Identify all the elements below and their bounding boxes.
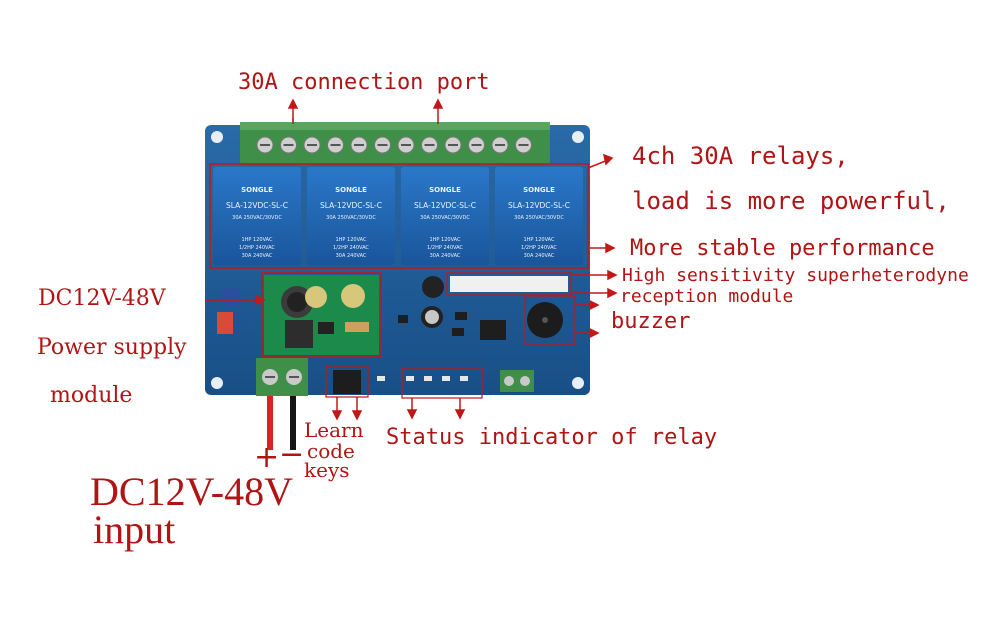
relay-print-text: 30A 250VAC/30VDC [514,215,564,221]
label-connection-port: 30A connection port [238,70,490,95]
relay-body [213,167,301,265]
receiver-module [450,276,568,292]
terminal-screws [256,136,532,154]
label-plus: + [254,440,280,475]
mount-hole-bl [211,377,223,389]
relay-print-text: 1HP 120VAC [523,237,555,243]
power-supply-module [264,275,379,355]
relay-print-text: SLA-12VDC-SL-C [226,201,288,210]
relay-print-text: 1/2HP 240VAC [333,245,369,251]
mount-hole-tl [211,131,223,143]
label-power-line1: DC12V-48V [38,286,166,311]
status-leds [377,376,468,381]
relay-print-text: SONGLE [335,186,367,194]
label-input-line1: DC12V-48V [90,469,293,514]
relay-print-text: 1/2HP 240VAC [427,245,463,251]
learn-key-highlight-box [325,365,369,398]
relay: SONGLE SLA-12VDC-SL-C 30A 250VAC/30VDC 1HP … [401,167,489,265]
relay-print-text: SLA-12VDC-SL-C [414,201,476,210]
relay-print-text: 30A 240VAC [242,253,273,259]
label-learn-line2: code [307,439,355,463]
label-receiver-line1: High sensitivity superheterodyne [622,265,969,286]
led-highlight-box [401,367,483,399]
relay-print-text: 30A 250VAC/30VDC [420,215,470,221]
relay-print-text: SONGLE [523,186,555,194]
relay-print-text: 1HP 120VAC [335,237,367,243]
relay-body [495,167,583,265]
relay-print-text: SLA-12VDC-SL-C [320,201,382,210]
relay-print-text: 1/2HP 240VAC [239,245,275,251]
label-learn-line1: Learn [304,418,364,442]
label-input-line2: input [93,507,176,552]
label-relays-line2: load is more powerful, [632,187,950,215]
ic-chip [480,320,506,340]
arrows [205,98,618,421]
output-terminal [500,370,534,392]
receiver-highlight-box [446,272,572,296]
label-minus: − [279,437,305,472]
relay-print-text: 1/2HP 240VAC [521,245,557,251]
fuse [217,312,233,334]
relay-print-text: 30A 250VAC/30VDC [232,215,282,221]
relay-print-text: 1HP 120VAC [429,237,461,243]
relay-body [401,167,489,265]
label-relays-line3: More stable performance [630,236,935,261]
relay-print-text: 30A 240VAC [336,253,367,259]
relay: SONGLE SLA-12VDC-SL-C 30A 250VAC/30VDC 1HP … [213,167,301,265]
capacitor-1 [422,276,444,298]
input-terminal [256,358,308,396]
relay-print-text: 1HP 120VAC [241,237,273,243]
varistor [221,287,241,307]
relay: SONGLE SLA-12VDC-SL-C 30A 250VAC/30VDC 1HP … [307,167,395,265]
relay-print-text: 30A 240VAC [430,253,461,259]
relay-body [307,167,395,265]
relay-highlight-box [209,163,589,269]
label-receiver-line2: reception module [620,286,794,307]
label-power-line2: Power supply [37,335,187,360]
mount-hole-br [572,377,584,389]
learn-key [333,370,361,394]
terminal-block-strip [240,122,550,164]
label-learn-line3: keys [304,458,350,482]
relay-print-text: SONGLE [429,186,461,194]
relay-print-text: 30A 250VAC/30VDC [326,215,376,221]
buzzer-highlight-box [524,295,576,345]
relay: SONGLE SLA-12VDC-SL-C 30A 250VAC/30VDC 1HP … [495,167,583,265]
power-highlight-box [261,272,382,358]
label-buzzer: buzzer [611,309,691,334]
label-power-line3: module [50,383,133,408]
relay-print-text: SLA-12VDC-SL-C [508,201,570,210]
label-status-indicator: Status indicator of relay [386,425,718,450]
relay-print-text: SONGLE [241,186,273,194]
relay-print-text: 30A 240VAC [524,253,555,259]
label-relays-line1: 4ch 30A relays, [632,142,849,170]
mount-hole-tr [572,131,584,143]
relay-group: SONGLE SLA-12VDC-SL-C 30A 250VAC/30VDC 1HP … [213,167,583,265]
